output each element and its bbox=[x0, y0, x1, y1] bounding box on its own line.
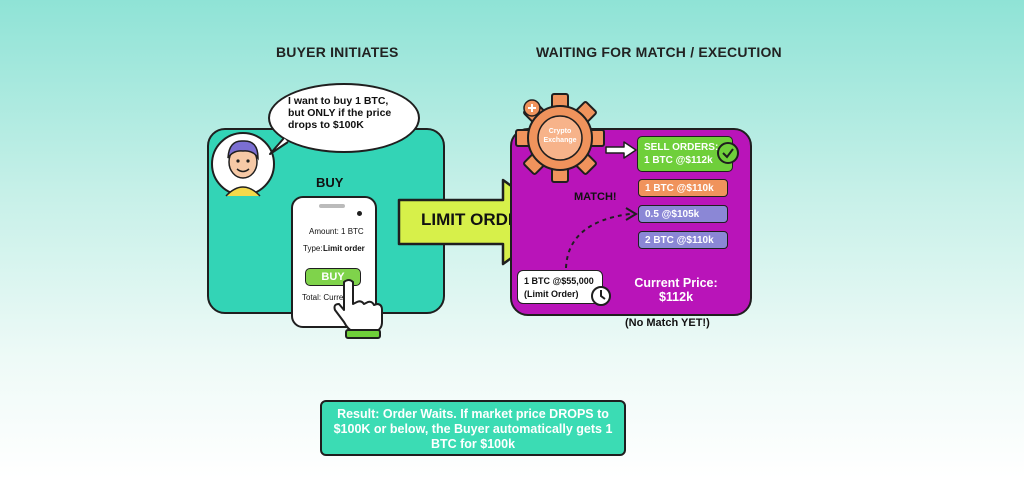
buyer-avatar bbox=[211, 132, 275, 197]
order-row: 0.5 @$105k bbox=[638, 205, 728, 223]
check-icon bbox=[717, 142, 739, 164]
order-row: 1 BTC @$110k bbox=[638, 179, 728, 197]
phone-speaker bbox=[319, 204, 345, 208]
speech-text: I want to buy 1 BTC, but ONLY if the pri… bbox=[288, 95, 392, 131]
gear-label-line2: Exchange bbox=[543, 137, 577, 144]
no-match-note: (No Match YET!) bbox=[625, 317, 710, 329]
speech-bubble-tail bbox=[269, 137, 289, 155]
limit-order-line1: 1 BTC @$55,000 bbox=[524, 276, 594, 286]
phone-type-value: Limit order bbox=[323, 244, 365, 253]
sell-orders-top: 1 BTC @$112k bbox=[644, 155, 713, 166]
limit-order-box: 1 BTC @$55,000 (Limit Order) bbox=[517, 270, 603, 304]
dashed-match-arrow bbox=[565, 207, 638, 269]
clock-icon bbox=[591, 286, 611, 306]
limit-order-line2: (Limit Order) bbox=[524, 289, 579, 299]
gear-icon bbox=[515, 93, 605, 183]
current-price-value: $112k bbox=[658, 290, 694, 304]
sell-orders-title: SELL ORDERS: bbox=[644, 142, 719, 153]
gear-label-line1: Crypto bbox=[548, 128, 572, 135]
order-row: 2 BTC @$110k bbox=[638, 231, 728, 249]
gear-label: Crypto Exchange bbox=[538, 127, 582, 145]
result-box: Result: Order Waits. If market price DRO… bbox=[320, 400, 626, 456]
phone-total: Total: Curren bbox=[302, 293, 348, 302]
phone-type-label: Type: bbox=[303, 244, 323, 253]
speech-bubble bbox=[268, 83, 420, 153]
limit-order-label: LIMIT ORDER bbox=[421, 210, 532, 229]
waiting-heading: WAITING FOR MATCH / EXECUTION bbox=[536, 44, 782, 60]
current-price: Current Price: $112k bbox=[616, 276, 736, 304]
phone-camera bbox=[357, 211, 362, 216]
buyer-initiates-heading: BUYER INITIATES bbox=[276, 44, 399, 60]
pointer-hand-icon bbox=[333, 279, 383, 339]
buy-title: BUY bbox=[316, 175, 344, 190]
current-price-label: Current Price: bbox=[634, 276, 718, 290]
sell-orders-box: SELL ORDERS: 1 BTC @$112k bbox=[637, 136, 733, 172]
phone-amount: Amount: 1 BTC bbox=[309, 227, 364, 236]
gear-to-orders-arrow bbox=[605, 141, 637, 159]
match-label: MATCH! bbox=[574, 191, 617, 203]
